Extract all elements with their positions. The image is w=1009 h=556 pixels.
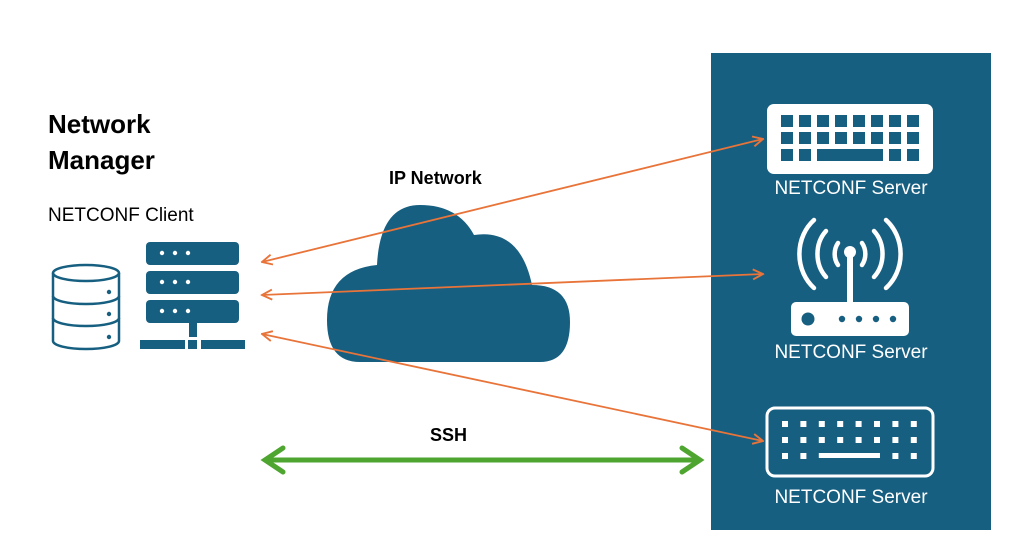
page-title: Network Manager bbox=[48, 106, 155, 178]
keyboard-key bbox=[817, 132, 829, 144]
keyboard-key bbox=[907, 132, 919, 144]
keyboard-key bbox=[910, 437, 917, 443]
keyboard-key bbox=[799, 132, 811, 144]
keyboard-key bbox=[818, 421, 825, 427]
keyboard-key bbox=[835, 132, 847, 144]
keyboard-key bbox=[874, 421, 880, 427]
keyboard-key bbox=[818, 437, 825, 443]
keyboard-key bbox=[853, 115, 865, 127]
keyboard-key bbox=[837, 421, 844, 427]
keyboard-key bbox=[855, 421, 862, 427]
keyboard-key bbox=[800, 437, 807, 443]
connection-arrow-3 bbox=[262, 334, 763, 441]
server-label-2: NETCONF Server bbox=[774, 342, 928, 363]
keyboard-key bbox=[889, 115, 901, 127]
server-label-3: NETCONF Server bbox=[774, 487, 928, 508]
keyboard-key bbox=[892, 453, 899, 459]
keyboard-key bbox=[889, 132, 901, 144]
keyboard-key bbox=[871, 115, 883, 127]
keyboard-key bbox=[907, 115, 919, 127]
keyboard-key bbox=[907, 149, 919, 161]
keyboard-spacebar bbox=[817, 149, 883, 161]
keyboard-key bbox=[782, 421, 788, 427]
keyboard-key bbox=[800, 453, 807, 459]
keyboard-icon bbox=[767, 104, 933, 174]
keyboard-key bbox=[781, 149, 793, 161]
keyboard-key bbox=[799, 115, 811, 127]
title-line-2: Manager bbox=[48, 145, 155, 175]
keyboard-key bbox=[835, 115, 847, 127]
connection-arrow-2 bbox=[262, 274, 763, 295]
keyboard-key bbox=[817, 115, 829, 127]
keyboard-spacebar bbox=[818, 453, 880, 458]
server-rack-icon bbox=[140, 242, 245, 349]
keyboard-key bbox=[853, 132, 865, 144]
double-arrow-icon bbox=[260, 445, 705, 475]
wifi-router-icon bbox=[791, 217, 909, 336]
keyboard-key bbox=[837, 437, 844, 443]
connection-arrow-1 bbox=[262, 139, 763, 262]
keyboard-key bbox=[781, 115, 793, 127]
ssh-label: SSH bbox=[430, 425, 468, 445]
network-label: IP Network bbox=[389, 168, 482, 188]
database-icon bbox=[51, 263, 121, 351]
keyboard-key bbox=[874, 437, 880, 443]
title-line-1: Network bbox=[48, 109, 151, 139]
keyboard-key bbox=[892, 421, 899, 427]
keyboard-key bbox=[910, 421, 917, 427]
client-label: NETCONF Client bbox=[48, 205, 194, 226]
keyboard-key bbox=[910, 453, 917, 459]
keyboard-key bbox=[871, 132, 883, 144]
keyboard-key bbox=[892, 437, 899, 443]
keyboard-key bbox=[799, 149, 811, 161]
keyboard-outline-icon bbox=[765, 406, 935, 478]
keyboard-key bbox=[889, 149, 901, 161]
keyboard-key bbox=[800, 421, 807, 427]
server-label-1: NETCONF Server bbox=[774, 178, 928, 199]
keyboard-key bbox=[855, 437, 862, 443]
keyboard-key bbox=[781, 132, 793, 144]
keyboard-key bbox=[782, 453, 788, 459]
keyboard-key bbox=[782, 437, 788, 443]
